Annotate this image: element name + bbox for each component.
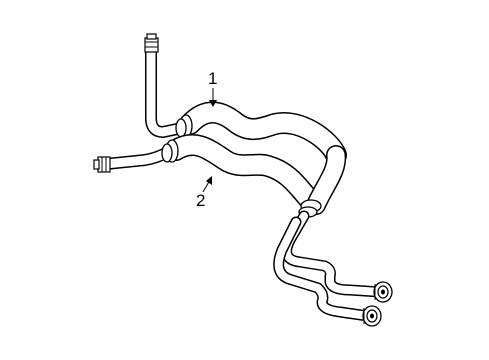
lower-fitting	[93, 156, 111, 173]
lower-hose-clamp	[161, 139, 179, 163]
cooler-fitting-upper	[373, 281, 393, 303]
callout-1: 1	[208, 69, 217, 107]
callout-label-2: 2	[196, 191, 205, 210]
lower-steel-pipe	[100, 146, 174, 170]
upper-fitting	[144, 33, 159, 53]
upper-hose-clamp	[175, 114, 193, 138]
upper-rubber-hose	[179, 101, 347, 166]
lower-cooler-line	[93, 134, 321, 211]
lower-rubber-hose	[165, 134, 321, 211]
cooler-steel-tubes	[273, 210, 386, 322]
upper-cooler-line	[144, 33, 347, 166]
upper-steel-pipe	[145, 44, 188, 138]
descending-hose-pair	[298, 145, 347, 218]
cooler-fitting-lower	[362, 305, 382, 327]
callout-2: 2	[196, 176, 212, 210]
callout-label-1: 1	[208, 69, 217, 88]
